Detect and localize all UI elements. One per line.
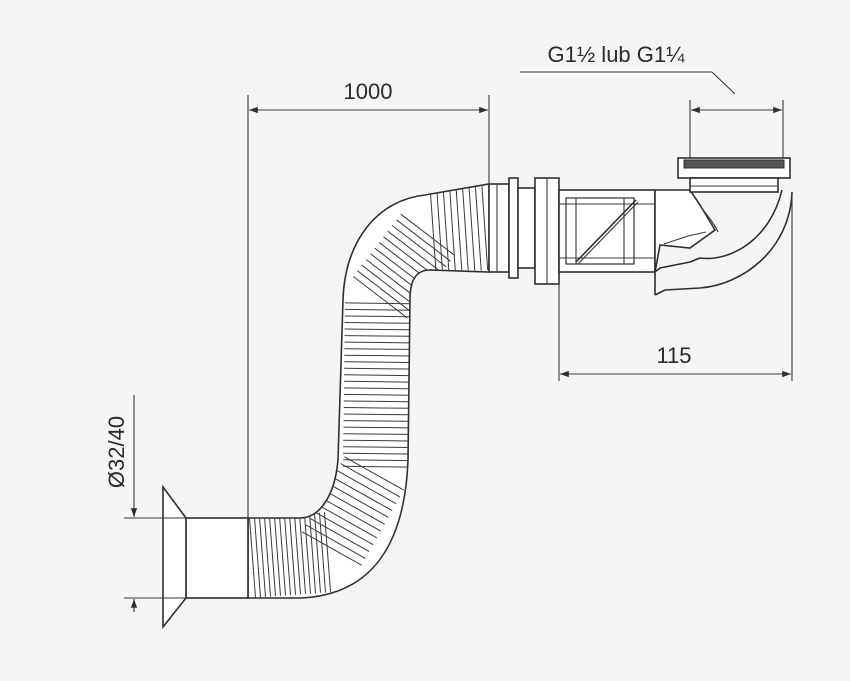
hose-rib: [294, 514, 301, 595]
hose-rib: [391, 225, 447, 268]
hose-rib: [344, 354, 411, 357]
hose-rib: [343, 420, 410, 422]
hose-rib: [284, 515, 291, 596]
hose-rib: [343, 387, 411, 390]
hose-rib: [344, 308, 411, 311]
hose-rib: [449, 188, 456, 273]
hose-rib: [357, 270, 412, 313]
dimension-thread-label: G1½ lub G1¼: [548, 42, 686, 67]
hose-rib: [343, 407, 410, 409]
dimension-thread: G1½ lub G1¼: [520, 42, 784, 158]
hose-rib: [468, 187, 476, 272]
hose-rib: [309, 517, 370, 553]
flexible-corrugated-hose: [247, 183, 490, 599]
hose-rib: [343, 439, 410, 442]
hose-rib: [462, 187, 469, 272]
hose-rib: [342, 465, 410, 468]
hose-rib: [343, 413, 410, 416]
hose-rib: [344, 367, 411, 370]
hose-rib: [344, 341, 411, 344]
siphon-body-chamber: [558, 189, 656, 273]
hose-rib: [343, 433, 410, 435]
hose-rib: [289, 514, 296, 595]
hose-rib: [317, 504, 378, 539]
dimension-diameter-label: Ø32/40: [104, 416, 129, 488]
hose-rib: [305, 524, 366, 559]
hose-rib: [259, 517, 266, 598]
hose-rib: [269, 516, 276, 597]
dimension-length-label: 1000: [344, 79, 393, 104]
hose-rib: [254, 517, 261, 598]
hose-rib: [302, 531, 362, 566]
hose-rib: [344, 374, 411, 377]
hose-rib: [299, 514, 306, 595]
hose-end-cuff: [185, 517, 249, 599]
hose-rib: [279, 515, 286, 596]
hose-rib: [324, 512, 331, 593]
hose-rib: [340, 463, 401, 498]
hose-rib: [274, 515, 281, 596]
hose-rib: [387, 230, 443, 273]
hose-rib: [328, 483, 389, 518]
hose-rib: [442, 188, 450, 273]
dimension-depth-label: 115: [656, 343, 691, 368]
hose-rib: [309, 513, 316, 594]
hose-rib: [343, 459, 410, 462]
hose-rib: [344, 348, 411, 350]
dimension-diameter: Ø32/40: [104, 395, 186, 612]
hose-rib: [344, 315, 411, 318]
hose-rib: [314, 512, 321, 593]
hose-rib: [481, 186, 489, 271]
hose-rib: [400, 213, 456, 256]
hose-rib: [325, 490, 385, 525]
hose-rib: [455, 188, 463, 272]
hose-rib: [319, 512, 326, 593]
hose-rib: [343, 380, 411, 383]
hose-rib: [436, 189, 444, 274]
coupling-nut-right: [517, 177, 560, 285]
hose-rib: [313, 510, 374, 546]
hose-rib: [332, 476, 393, 512]
hose-rib: [344, 328, 411, 331]
hose-rib: [361, 264, 417, 307]
hose-rib: [249, 517, 256, 598]
wall-cone-flange: [162, 484, 187, 630]
hose-rib: [343, 393, 410, 396]
hose-rib: [343, 400, 410, 403]
hose-rib: [344, 335, 411, 337]
hose-rib: [336, 469, 397, 505]
hose-rib: [343, 426, 410, 429]
coupling-nut-left: [488, 177, 519, 279]
dimension-length: 1000: [247, 79, 490, 518]
dimension-depth: 115: [558, 195, 793, 381]
hose-rib: [304, 513, 311, 594]
hose-rib: [429, 189, 437, 274]
hose-rib: [344, 322, 411, 324]
siphon-elbow: [654, 189, 793, 296]
hose-rib: [343, 452, 410, 455]
hose-rib: [344, 456, 404, 491]
hose-rib: [344, 361, 411, 363]
hose-rib: [321, 497, 381, 532]
hose-rib: [264, 516, 271, 597]
hose-rib: [352, 276, 408, 319]
hose-rib: [343, 446, 410, 448]
outlet-flange: [677, 157, 791, 193]
hose-rib: [474, 186, 482, 271]
